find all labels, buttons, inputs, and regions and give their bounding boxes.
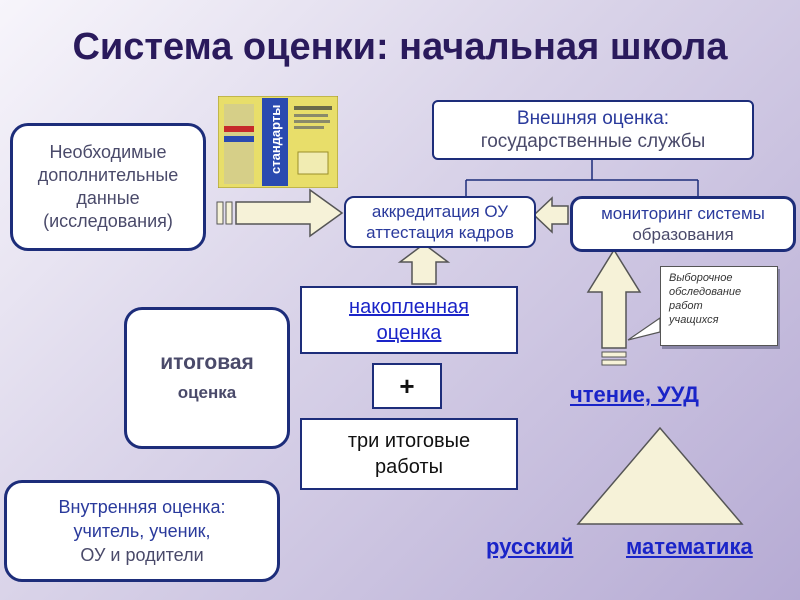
russian-label: русский [486, 534, 574, 559]
reading-label: чтение, УУД [570, 382, 699, 407]
arrow-reading-to-monitoring [586, 248, 642, 366]
standards-book-image: стандарты [217, 95, 339, 189]
accumulated-line1: накопленная [349, 296, 469, 318]
math-label: математика [626, 534, 753, 559]
internal-line1: Внутренняя оценка: [58, 497, 226, 517]
accreditation-line2: аттестация кадров [366, 223, 514, 242]
final-works-line1: три итоговые [347, 430, 471, 452]
note-pointer [627, 316, 661, 341]
note-line3: работ [669, 300, 703, 312]
plus-sign-box: + [372, 363, 442, 409]
arrow-needed-to-accreditation [216, 188, 344, 238]
needed-line2: дополнительные [37, 165, 179, 185]
needed-line4: (исследования) [43, 211, 173, 231]
final-assessment-line2: оценка [177, 383, 237, 402]
note-line2: обследование [669, 286, 742, 298]
final-assessment-line1: итоговая [160, 351, 254, 374]
note-line1: Выборочное [669, 272, 733, 284]
monitoring-line2: образования [632, 225, 734, 244]
needed-data-box: Необходимые дополнительные данные (иссле… [10, 123, 206, 251]
accreditation-line1: аккредитация ОУ [371, 202, 509, 221]
page-title: Система оценки: начальная школа [72, 26, 728, 68]
accumulated-assessment-box: накопленная оценка [300, 286, 518, 354]
standards-book-graphic: стандарты [217, 95, 339, 189]
final-works-line2: работы [375, 456, 443, 478]
book-spine-text: стандарты [268, 105, 283, 174]
internal-assessment-box: Внутренняя оценка: учитель, ученик, ОУ и… [4, 480, 280, 582]
monitoring-box: мониторинг системы образования [570, 196, 796, 252]
needed-line3: данные [76, 188, 140, 208]
arrow-monitoring-to-accreditation [532, 196, 569, 234]
needed-line1: Необходимые [49, 142, 167, 162]
plus-sign: + [399, 370, 415, 401]
internal-line3: ОУ и родители [80, 545, 204, 565]
sample-survey-note: Выборочное обследование работ учащихся [660, 266, 778, 346]
subjects-triangle [576, 426, 744, 525]
internal-line2: учитель, ученик, [73, 521, 211, 541]
accreditation-box: аккредитация ОУ аттестация кадров [344, 196, 536, 248]
external-assessment-box: Внешняя оценка: государственные службы [432, 100, 754, 160]
monitoring-line1: мониторинг системы [601, 204, 765, 223]
arrow-accumulated-to-accreditation [397, 243, 451, 285]
external-line1: Внешняя оценка: [516, 108, 670, 129]
final-works-box: три итоговые работы [300, 418, 518, 490]
final-assessment-box: итоговая оценка [124, 307, 290, 449]
note-line4: учащихся [669, 314, 719, 326]
accumulated-line2: оценка [376, 322, 442, 344]
external-line2: государственные службы [480, 131, 706, 152]
